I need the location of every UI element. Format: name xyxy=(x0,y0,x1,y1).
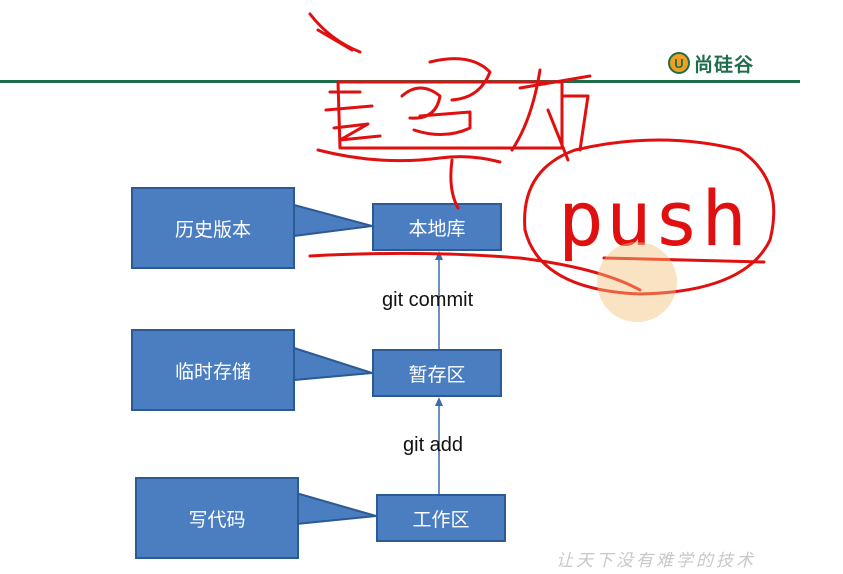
arrowhead-staging-to-local xyxy=(435,251,443,260)
logo-badge-icon: U xyxy=(668,52,690,74)
arrowhead-work-to-staging xyxy=(435,397,443,406)
callout-write-code: 写代码 xyxy=(135,477,299,559)
callout-history-versions: 历史版本 xyxy=(131,187,295,269)
stage-working-label: 工作区 xyxy=(412,508,470,531)
callout-code-label: 写代码 xyxy=(188,508,246,531)
callout-temporary-storage: 临时存储 xyxy=(131,329,295,411)
stage-local-label: 本地库 xyxy=(408,217,466,240)
scribble-top-strokes xyxy=(308,12,362,54)
cursor-highlight xyxy=(597,242,677,322)
scribble-middle-glyph xyxy=(400,57,492,136)
logo-text: 尚硅谷 xyxy=(694,53,755,76)
handwritten-push-text: push xyxy=(558,174,749,263)
command-git-commit: git commit xyxy=(382,289,474,311)
underline-stroke xyxy=(308,251,642,292)
scribble-lower-strokes xyxy=(316,148,502,210)
callout-history-label: 历史版本 xyxy=(174,218,251,241)
stage-staging-area: 暂存区 xyxy=(372,349,502,397)
stage-local-repository: 本地库 xyxy=(372,203,502,251)
command-git-add: git add xyxy=(403,434,464,456)
callout-storage-label: 临时存储 xyxy=(174,360,251,383)
push-underline xyxy=(602,256,766,264)
footer-slogan: 让天下没有难学的技术 xyxy=(556,551,756,571)
brand-logo: U 尚硅谷 xyxy=(668,50,754,76)
scribble-right-glyph xyxy=(510,68,592,162)
scribble-left-glyph xyxy=(324,90,382,142)
push-circle xyxy=(523,138,776,296)
stage-working-directory: 工作区 xyxy=(376,494,506,542)
stage-staging-label: 暂存区 xyxy=(408,363,466,386)
